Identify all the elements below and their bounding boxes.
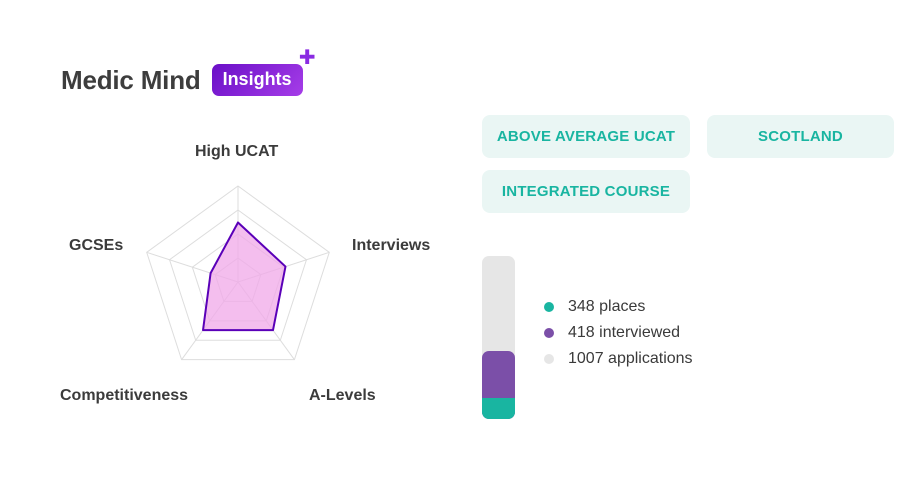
axis-label-interviews: Interviews (352, 237, 431, 254)
insights-badge-label: Insights (222, 69, 292, 89)
axis-label-competitiveness: Competitiveness (60, 387, 189, 404)
tag-above-average-ucat: ABOVE AVERAGE UCAT (482, 115, 690, 158)
axis-label-high-ucat: High UCAT (195, 143, 279, 160)
plus-icon: ✚ (298, 47, 316, 69)
legend-label-interviewed: 418 interviewed (568, 324, 681, 341)
legend-item-interviewed: 418 interviewed (544, 320, 693, 346)
legend-dot-places (544, 302, 554, 312)
stats-legend: 348 places 418 interviewed 1007 applicat… (544, 294, 693, 372)
tag-scotland: SCOTLAND (707, 115, 894, 158)
applications-bar (482, 256, 515, 419)
axis-label-gcses: GCSEs (69, 237, 124, 254)
radar-grid-ring (146, 185, 330, 361)
legend-item-applications: 1007 applications (544, 346, 693, 372)
axis-label-a-levels: A-Levels (309, 387, 376, 404)
legend-label-places: 348 places (568, 298, 646, 315)
legend-item-places: 348 places (544, 294, 693, 320)
legend-dot-applications (544, 354, 554, 364)
radar-grid-ring (168, 209, 308, 341)
legend-dot-interviewed (544, 328, 554, 338)
legend-label-applications: 1007 applications (568, 350, 693, 367)
insights-badge: Insights ✚ (211, 48, 316, 96)
brand-name: Medic Mind (61, 64, 201, 95)
radar-data-shape (202, 221, 287, 332)
places-segment (482, 397, 515, 419)
brand-header: Medic Mind Insights ✚ (61, 48, 316, 98)
tag-integrated-course: INTEGRATED COURSE (482, 170, 690, 213)
